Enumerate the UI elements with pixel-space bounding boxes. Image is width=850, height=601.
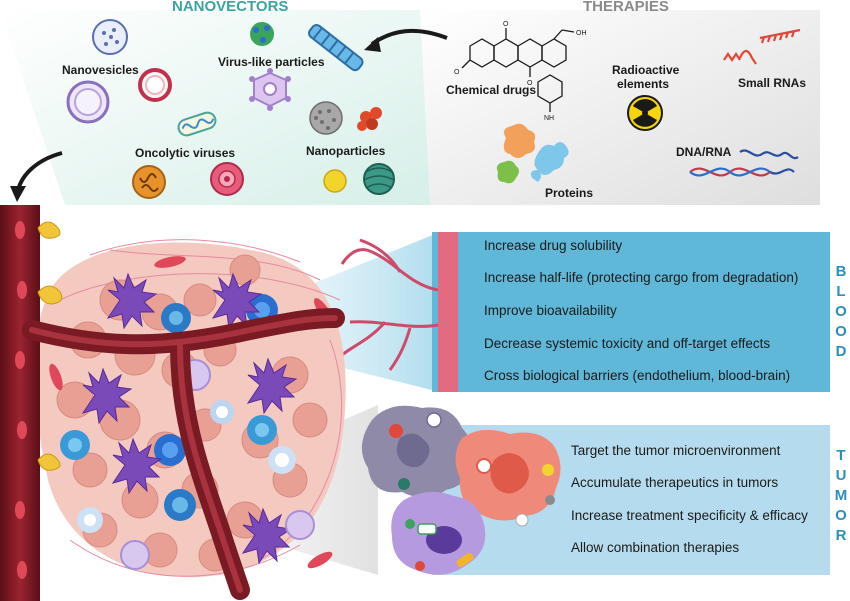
tumor-benefit-item: Allow combination therapies	[571, 540, 740, 555]
protein-green-icon	[496, 160, 519, 184]
virus-like-particles-label: Virus-like particles	[218, 55, 325, 69]
blood-capillaries-icon	[337, 238, 439, 371]
blood-benefit-item: Decrease systemic toxicity and off-targe…	[484, 336, 771, 351]
nanovectors-title: NANOVECTORS	[172, 0, 289, 15]
oncolytic-virus-orange-icon	[132, 165, 166, 199]
arrowhead-icon	[364, 37, 381, 52]
nanovesicles-label: Nanovesicles	[62, 63, 139, 77]
chemical-structure-atom-label: O	[454, 69, 460, 76]
blood-side-letter: O	[835, 323, 847, 340]
blue-immune-cells	[60, 294, 296, 533]
tumor-side-letter: R	[835, 527, 847, 544]
dna-rna-icon	[689, 149, 799, 177]
chemical-drug-structure-icon	[461, 28, 575, 112]
blood-side-letter: L	[836, 283, 846, 300]
oncolytic-viruses-label: Oncolytic viruses	[135, 146, 236, 160]
nanovectors-background	[0, 10, 430, 205]
nanoparticle-mesh-icon	[363, 163, 395, 195]
vessel-pericytes	[37, 221, 63, 471]
fibroblast-fibers	[59, 239, 342, 577]
chemical-structure-atom-label: O	[527, 80, 533, 87]
tumor-benefit-item: Accumulate therapeutics in tumors	[571, 475, 779, 490]
small-rna-icon	[723, 28, 801, 65]
nanovesicle-small-icon	[92, 19, 128, 55]
virus-like-particle-icon	[250, 22, 274, 46]
nanoparticle-gold-icon	[323, 169, 347, 193]
nanovesicle-large-icon	[66, 80, 110, 124]
chemical-structure-atom-label: NH	[544, 115, 554, 122]
nanoparticle-red-cluster-icon	[357, 107, 382, 131]
protein-orange-icon	[503, 123, 536, 158]
filamentous-virus-icon	[308, 24, 364, 72]
tumor-side-letter: O	[835, 507, 847, 524]
vessel-red-blood-cells	[15, 221, 27, 579]
dna-rna-label: DNA/RNA	[676, 145, 732, 159]
tumor-cell-cluster-icon	[361, 405, 561, 575]
radioactive-elements-label: Radioactive elements	[612, 63, 680, 91]
blood-panel-background	[432, 232, 830, 392]
blood-side-letter: D	[835, 343, 847, 360]
blood-vessel-detail	[438, 232, 458, 392]
blood-benefit-item: Increase drug solubility	[484, 238, 623, 253]
tumor-side-letter: T	[836, 447, 846, 464]
nanoparticle-grey-icon	[309, 101, 343, 135]
protein-blue-icon	[530, 142, 569, 182]
small-rnas-label: Small RNAs	[738, 76, 807, 90]
oncolytic-virus-capsule-icon	[177, 111, 217, 137]
arrowhead-down-icon	[10, 186, 26, 202]
blood-side-letter: B	[835, 263, 847, 280]
tumor-benefit-item: Target the tumor microenvironment	[571, 443, 781, 458]
proteins-label: Proteins	[545, 186, 594, 200]
blood-benefit-item: Increase half-life (protecting cargo fro…	[484, 270, 799, 285]
chemical-structure-atom-label: O	[503, 21, 509, 28]
main-blood-vessel	[0, 205, 40, 601]
chemical-drugs-label: Chemical drugs	[446, 83, 537, 97]
tumor-benefit-item: Increase treatment specificity & efficac…	[571, 508, 808, 523]
blood-benefit-item: Improve bioavailability	[484, 303, 617, 318]
tumor-side-letter: M	[834, 487, 848, 504]
oncolytic-virus-pink-icon	[210, 162, 244, 196]
blood-benefit-item: Cross biological barriers (endothelium, …	[484, 368, 791, 383]
radioactive-icon	[627, 95, 663, 131]
chemical-structure-atom-label: OH	[576, 30, 587, 37]
therapies-title: THERAPIES	[583, 0, 669, 15]
nanovesicle-ring-icon	[138, 68, 172, 102]
capsid-virus-icon	[249, 68, 291, 111]
nanoparticles-label: Nanoparticles	[306, 144, 386, 158]
blood-side-letter: O	[835, 303, 847, 320]
tumor-side-letter: U	[835, 467, 847, 484]
vessel-branches-inner	[29, 315, 338, 593]
